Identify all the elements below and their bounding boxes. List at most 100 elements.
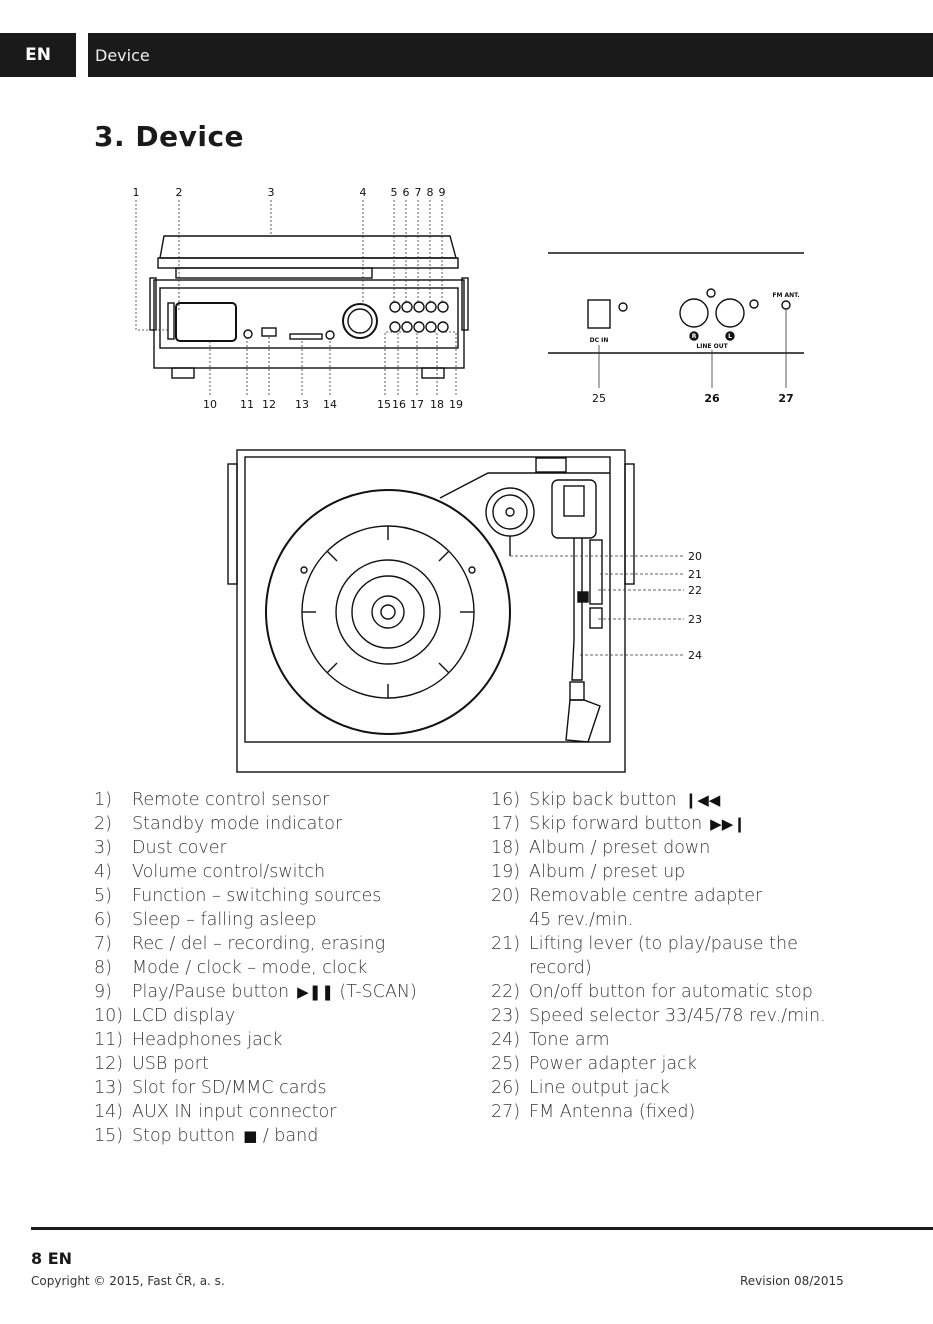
front-top-callouts: 1 2 3 4 5 6 7 8 9 (133, 186, 446, 199)
legend-text-wrap: AUX IN input connector (132, 1100, 336, 1124)
legend-number: 11) (94, 1030, 124, 1050)
legend-text-wrap: Album / preset down (529, 836, 710, 860)
top-leaders (510, 555, 684, 656)
legend-text-wrap: USB port (132, 1052, 209, 1076)
page-number: 8 EN (31, 1249, 73, 1268)
legend-item: 25)Power adapter jack (491, 1052, 826, 1076)
legend-number: 15) (94, 1126, 124, 1146)
button-symbol-icon: ■ (243, 1127, 258, 1145)
legend-text: Headphones jack (132, 1030, 283, 1050)
legend-text: Tone arm (529, 1030, 610, 1050)
legend-item: 22)On/off button for automatic stop (491, 980, 826, 1004)
legend-text: On/off button for automatic stop (529, 982, 813, 1002)
legend-text-wrap: Power adapter jack (529, 1052, 697, 1076)
line-out-label: LINE OUT (696, 343, 728, 350)
legend-number: 14) (94, 1102, 124, 1122)
button-symbol-icon: ▶▶❙ (710, 815, 746, 833)
legend-number: 18) (491, 838, 521, 858)
callout-2: 2 (176, 186, 183, 199)
callout-16: 16 (392, 398, 406, 411)
legend-text-wrap: Dust cover (132, 836, 227, 860)
legend-item: 2) Standby mode indicator (94, 812, 417, 836)
callout-26: 26 (704, 392, 720, 405)
legend-item: 8)Mode / clock – mode, clock (94, 956, 417, 980)
callout-24: 24 (688, 649, 702, 662)
callout-6: 6 (403, 186, 410, 199)
callout-4: 4 (360, 186, 367, 199)
legend-number: 9) (94, 982, 112, 1002)
callout-25: 25 (592, 392, 606, 405)
legend-text: Speed selector 33/45/78 rev./min. (529, 1006, 826, 1026)
legend-number: 19) (491, 862, 521, 882)
callout-15: 15 (377, 398, 391, 411)
legend-text: Volume control/switch (132, 862, 326, 882)
legend-item: 13)Slot for SD/MMC cards (94, 1076, 417, 1100)
legend-number: 4) (94, 862, 112, 882)
callout-21: 21 (688, 568, 702, 581)
legend-text: Power adapter jack (529, 1054, 697, 1074)
revision: Revision 08/2015 (740, 1274, 844, 1288)
legend-number: 5) (94, 886, 112, 906)
legend-text-wrap: Sleep – falling asleep (132, 908, 316, 932)
legend-item: 21)Lifting lever (to play/pause the (491, 932, 826, 956)
copyright: Copyright © 2015, Fast ČR, a. s. (31, 1274, 225, 1288)
legend-item: 15) Stop button■ / band (94, 1124, 417, 1148)
legend-item: 9)Play/Pause button▶❚❚ (T-SCAN) (94, 980, 417, 1004)
legend-text-wrap: Tone arm (529, 1028, 610, 1052)
callout-1: 1 (133, 186, 140, 199)
legend-text: Play/Pause button (132, 982, 290, 1002)
legend-number: 27) (491, 1102, 521, 1122)
legend-item: 23)Speed selector 33/45/78 rev./min. (491, 1004, 826, 1028)
top-view (227, 449, 635, 773)
legend-number: 10) (94, 1006, 124, 1026)
legend-text: AUX IN input connector (132, 1102, 337, 1122)
legend-text: USB port (132, 1054, 209, 1074)
legend-text-wrap: Rec / del – recording, erasing (132, 932, 385, 956)
legend-text-wrap: Headphones jack (132, 1028, 283, 1052)
legend-text-wrap: Volume control/switch (132, 860, 325, 884)
legend-item: 27) FM Antenna (fixed) (491, 1100, 826, 1124)
legend-number: 1) (94, 790, 112, 810)
legend-number: 16) (491, 790, 521, 810)
front-view (149, 235, 469, 379)
legend-text-suffix: / band (257, 1126, 319, 1146)
page-title: 3. Device (94, 120, 245, 153)
section-header: Device (88, 33, 933, 77)
legend-text-wrap: Skip forward button ▶▶❙ (529, 812, 746, 836)
legend-number: 7) (94, 934, 112, 954)
callout-22: 22 (688, 584, 702, 597)
legend-text-wrap: Standby mode indicator (132, 812, 342, 836)
legend-text: Remote control sensor (132, 790, 330, 810)
legend-text: Removable centre adapter (529, 886, 763, 906)
legend-text: Standby mode indicator (132, 814, 343, 834)
legend-text: Line output jack (529, 1078, 670, 1098)
callout-10: 10 (203, 398, 217, 411)
legend-text: Rec / del – recording, erasing (132, 934, 386, 954)
legend-number: 2) (94, 814, 112, 834)
callout-18: 18 (430, 398, 444, 411)
legend-number: 8) (94, 958, 112, 978)
callout-23: 23 (688, 613, 702, 626)
callout-9: 9 (439, 186, 446, 199)
callout-12: 12 (262, 398, 276, 411)
legend-item: 7) Rec / del – recording, erasing (94, 932, 417, 956)
legend-number: 26) (491, 1078, 521, 1098)
legend-item: 3)Dust cover (94, 836, 417, 860)
legend-text: Skip forward button (529, 814, 703, 834)
legend-item: 11) Headphones jack (94, 1028, 417, 1052)
callout-13: 13 (295, 398, 309, 411)
legend-text-wrap: Line output jack (529, 1076, 670, 1100)
legend-text: Lifting lever (to play/pause the (529, 934, 798, 954)
legend-text-wrap: FM Antenna (fixed) (529, 1100, 695, 1124)
legend-item: 16) Skip back button❙◀◀ (491, 788, 826, 812)
device-figure: 1 2 3 4 5 6 7 8 9 10 11 12 13 14 15 16 1… (133, 186, 804, 773)
legend-right: 16) Skip back button❙◀◀ 17) Skip forward bu… (491, 788, 826, 1124)
legend-number: 17) (491, 814, 521, 834)
legend-text-wrap: LCD display (132, 1004, 235, 1028)
legend-text-wrap: On/off button for automatic stop (529, 980, 813, 1004)
legend-text-wrap: Skip back button❙◀◀ (529, 788, 720, 812)
legend-item: 4) Volume control/switch (94, 860, 417, 884)
legend-text: LCD display (132, 1006, 236, 1026)
callout-27: 27 (778, 392, 793, 405)
legend-text-wrap: Stop button■ / band (132, 1124, 318, 1148)
